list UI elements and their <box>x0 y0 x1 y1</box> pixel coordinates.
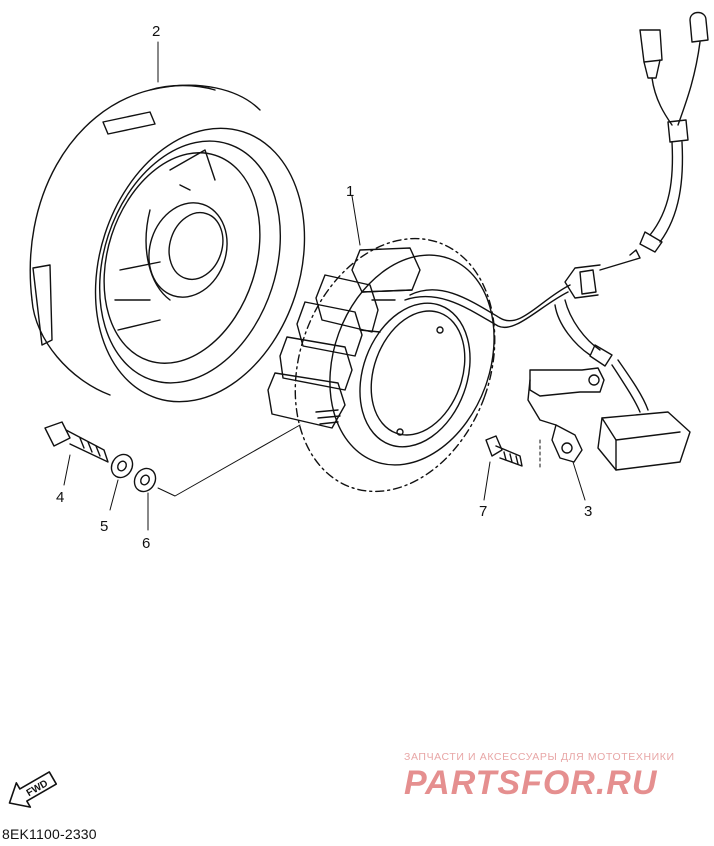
wiring-harness <box>554 11 709 413</box>
watermark-tagline: ЗАПЧАСТИ И АКСЕССУАРЫ ДЛЯ МОТОТЕХНИКИ <box>404 751 675 763</box>
washer-6 <box>133 424 301 531</box>
callout-2: 2 <box>152 23 160 40</box>
watermark-logo: PARTSFOR.RU <box>404 764 658 802</box>
stator-assembly <box>267 195 571 493</box>
fwd-label: FWD <box>25 778 50 799</box>
callout-1: 1 <box>346 183 354 200</box>
callout-6: 6 <box>142 535 150 552</box>
fwd-direction-arrow-icon: FWD <box>8 771 58 808</box>
callout-5: 5 <box>100 518 108 535</box>
callout-7: 7 <box>479 503 487 520</box>
screw-7 <box>483 435 523 501</box>
pickup-coil <box>527 367 691 501</box>
washer-5 <box>109 453 134 511</box>
callout-4: 4 <box>56 489 64 506</box>
bolt-4 <box>44 421 109 486</box>
callout-3: 3 <box>584 503 592 520</box>
flywheel-rotor <box>29 41 306 403</box>
diagram-part-code: 8EK1100-2330 <box>2 826 97 842</box>
